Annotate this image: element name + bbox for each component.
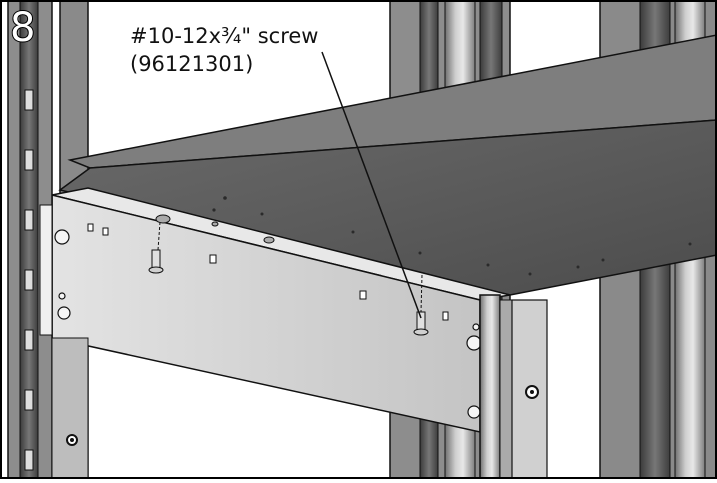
part-callout: #10-12x¾" screw (96121301) <box>130 22 319 78</box>
part-number: (96121301) <box>130 52 254 76</box>
shelf-back-lip <box>67 34 717 169</box>
shelf <box>58 34 717 296</box>
front-rack-post-left <box>7 0 89 480</box>
shelf-holes <box>212 196 692 276</box>
step-number: 8 <box>9 5 36 51</box>
front-rack-post-right <box>479 294 548 480</box>
shelf-top-surface <box>58 119 717 296</box>
screw-icon <box>148 221 164 274</box>
callout-leader-line <box>321 51 422 319</box>
screw-icon-callout-target <box>413 274 429 336</box>
part-spec: #10-12x¾" screw <box>130 24 319 48</box>
